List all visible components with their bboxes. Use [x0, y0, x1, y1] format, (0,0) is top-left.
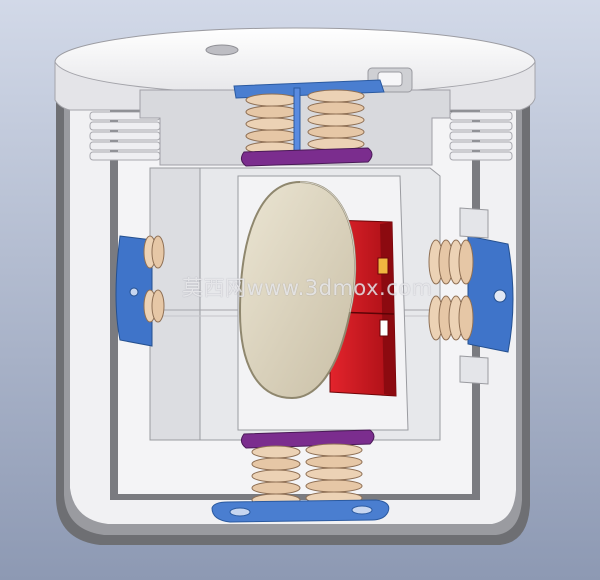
- right-blue-bracket: [467, 235, 514, 353]
- bottom-spring-right: [305, 443, 363, 505]
- top-spring-right: [307, 89, 365, 151]
- top-purple-plate: [240, 147, 373, 167]
- top-spring-left: [245, 93, 299, 155]
- bottom-spring-left: [251, 445, 301, 507]
- bottom-purple-plate: [240, 429, 375, 449]
- lid-threads-right: [449, 111, 513, 161]
- bottom-blue-bracket: [211, 499, 390, 523]
- center-block-left-face: [149, 167, 201, 441]
- left-springs: [143, 235, 165, 323]
- lid-hole: [205, 44, 239, 56]
- right-springs: [428, 239, 474, 341]
- lid-threads-left: [89, 111, 161, 161]
